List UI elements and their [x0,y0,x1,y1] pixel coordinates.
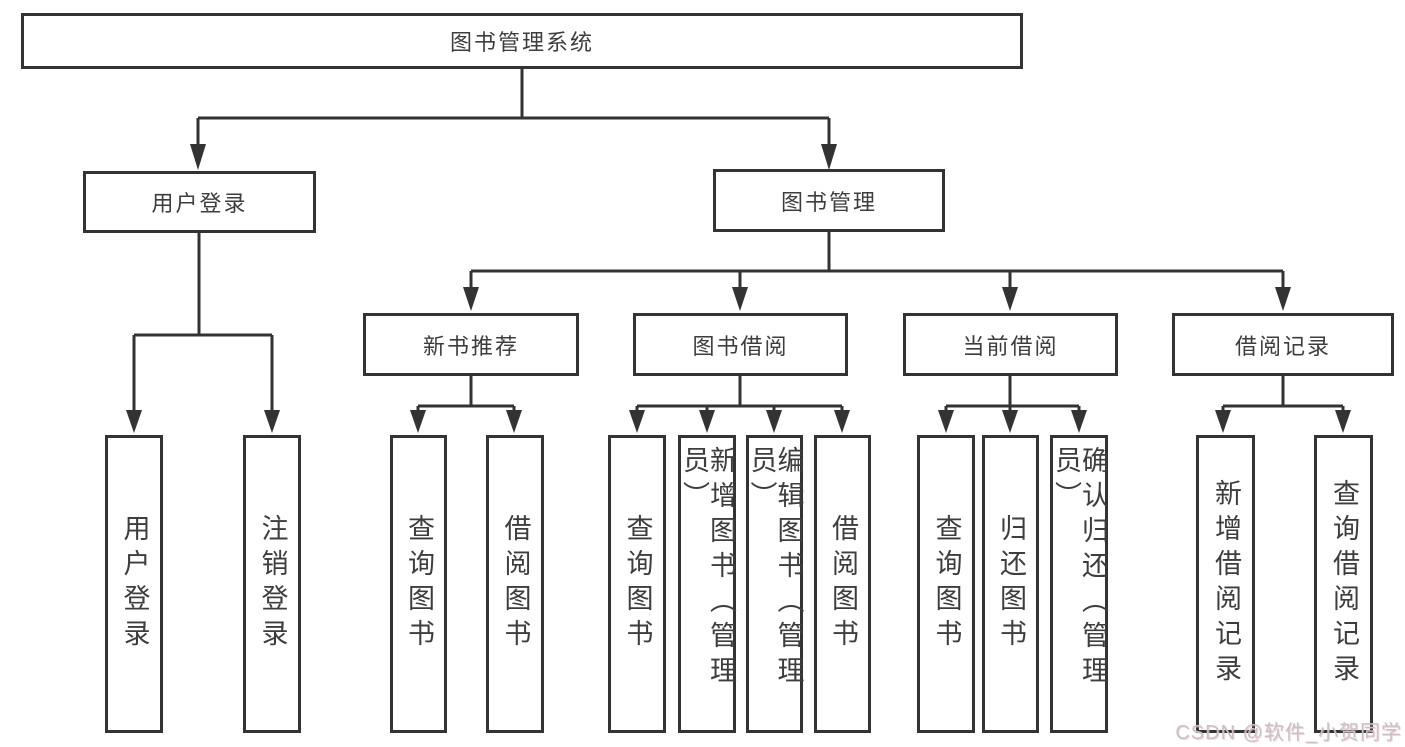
node-new-book-recommend: 新书推荐 [363,313,579,376]
arrow-down-icon [1275,287,1291,311]
connector-line [635,376,844,412]
arrow-down-icon [126,410,142,433]
arrow-down-icon [821,144,837,170]
leaf-query-books-borrow: 查询图书 [608,435,666,733]
arrow-down-icon [1215,410,1231,433]
node-book-borrow: 图书借阅 [633,313,848,376]
leaf-logout: 注销登录 [243,435,301,733]
arrow-down-icon [766,410,782,433]
connectors-user-login [126,233,280,433]
connector-line [469,232,1285,289]
connector-line [416,376,516,412]
leaf-borrow-books: 借阅图书 [814,435,871,733]
node-current-borrow: 当前借阅 [903,313,1118,376]
connectors-book-borrow [629,376,850,433]
connector-line [1221,376,1345,412]
leaf-edit-books-admin: 编辑图书（管理员） [746,435,804,733]
node-book-management: 图书管理 [713,169,945,232]
arrow-down-icon [699,410,715,433]
arrow-down-icon [938,410,954,433]
connectors-current-borrow [938,376,1087,433]
arrow-down-icon [1002,410,1018,433]
node-user-login: 用户登录 [83,171,316,233]
connector-line [132,233,274,412]
connector-line [944,376,1081,412]
connectors-new-book-recommend [410,376,522,433]
connectors-borrow-records [1215,376,1351,433]
arrow-down-icon [190,144,206,170]
leaf-query-books-current: 查询图书 [917,435,975,733]
leaf-query-borrow-record: 查询借阅记录 [1314,435,1373,733]
leaf-borrow-books-recommend: 借阅图书 [486,435,544,733]
arrow-down-icon [1002,287,1018,311]
connectors-book-management [463,232,1291,311]
node-borrow-records: 借阅记录 [1172,313,1394,376]
leaf-query-books-recommend: 查询图书 [390,435,447,733]
leaf-user-login: 用户登录 [105,435,163,733]
arrow-down-icon [410,410,426,433]
leaf-return-books: 归还图书 [982,435,1039,733]
arrow-down-icon [463,287,479,311]
arrow-down-icon [1071,410,1087,433]
csdn-watermark: CSDN @软件_小贺同学 [1175,722,1402,744]
node-root-system: 图书管理系统 [21,13,1023,69]
arrow-down-icon [834,410,850,433]
arrow-down-icon [264,410,280,433]
connector-line [196,69,831,146]
arrow-down-icon [732,287,748,311]
arrow-down-icon [1335,410,1351,433]
connectors-root [190,69,837,170]
leaf-add-borrow-record: 新增借阅记录 [1196,435,1255,733]
leaf-confirm-return-admin: 确认归还（管理员） [1050,435,1108,733]
arrow-down-icon [506,410,522,433]
arrow-down-icon [629,410,645,433]
leaf-add-books-admin: 新增图书（管理员） [678,435,736,733]
